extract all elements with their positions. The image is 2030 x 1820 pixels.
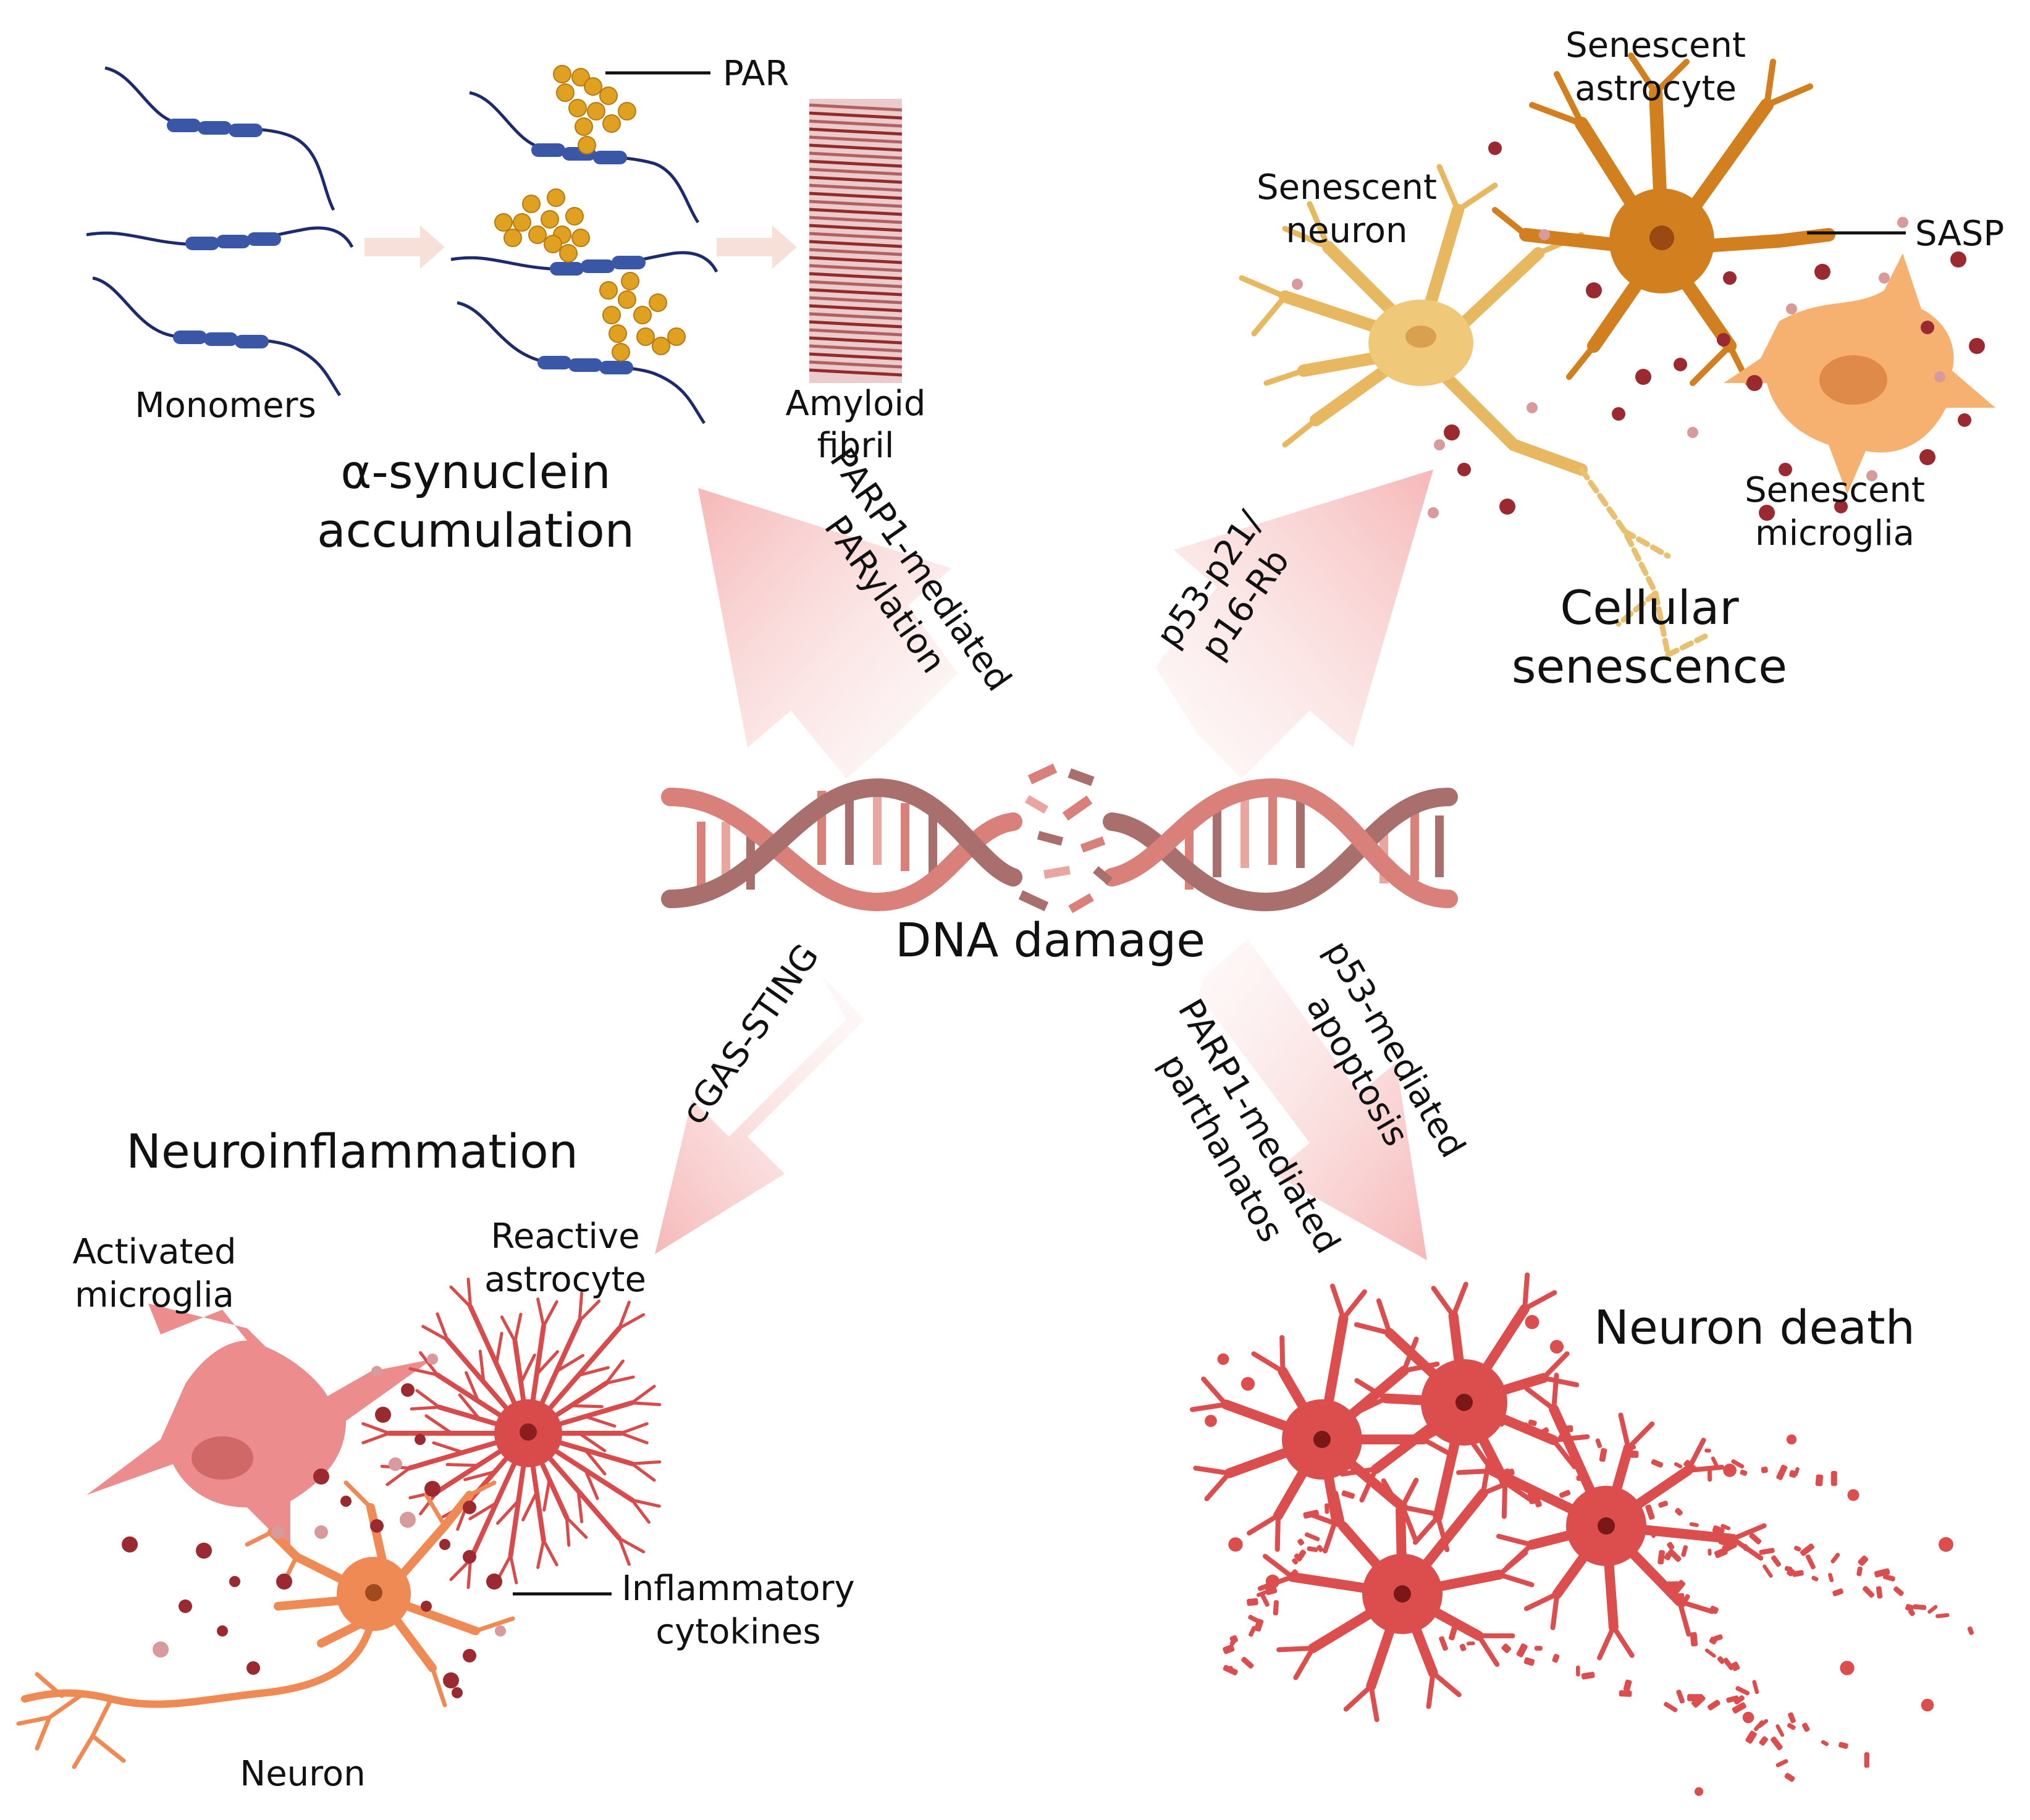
- senescent-astrocyte-label-2: astrocyte: [1575, 69, 1737, 109]
- activated-microglia-label-2: microglia: [75, 1275, 234, 1315]
- senescent-astrocyte-nucleus: [1649, 225, 1674, 250]
- dna-damage-label: DNA damage: [895, 912, 1205, 967]
- pathway-cgas: cGAS-STING: [674, 937, 827, 1132]
- dna-helix: [661, 764, 1458, 914]
- reactive-astrocyte-nucleus: [520, 1423, 537, 1441]
- sasp-label: SASP: [1915, 214, 2004, 254]
- activated-microglia-nucleus: [192, 1436, 253, 1480]
- neuroinflammation-panel: Neuroinflammation Activated microglia Re…: [16, 1124, 855, 1794]
- sasp-particles: [1292, 141, 1985, 521]
- par-chains: [494, 65, 686, 361]
- monomers-label: Monomers: [135, 385, 316, 426]
- monomers-group: [86, 66, 354, 397]
- small-arrow-2: [717, 225, 797, 269]
- dead-neuron-bodies: [1282, 1359, 1646, 1634]
- synuclein-heading-1: α-synuclein: [340, 444, 610, 499]
- arrow-to-neuroinflammation: [655, 976, 865, 1254]
- cytokine-particles: [122, 1354, 506, 1698]
- small-arrow-1: [364, 225, 445, 269]
- senescent-astrocyte-label-1: Senescent: [1565, 25, 1746, 65]
- arrow-to-neuron-death: [1198, 939, 1427, 1260]
- senescent-microglia-label-2: microglia: [1755, 513, 1914, 554]
- senescent-astrocyte-cell: [1492, 53, 1835, 386]
- neuron-label: Neuron: [240, 1754, 365, 1794]
- neuroinflammation-heading: Neuroinflammation: [126, 1124, 578, 1179]
- senescent-microglia-nucleus: [1819, 355, 1887, 405]
- activated-microglia-cell: [86, 1304, 432, 1551]
- monomer-beads: [167, 119, 281, 348]
- activated-microglia-label-1: Activated: [72, 1232, 236, 1272]
- dna-strand-left-b: [661, 778, 1022, 908]
- reactive-astrocyte-label-1: Reactive: [491, 1216, 639, 1257]
- arrow-to-synuclein: [698, 488, 958, 778]
- senescent-neuron-label-1: Senescent: [1257, 167, 1437, 208]
- dead-neuron-fragments: [1205, 1315, 1974, 1797]
- cytokines-label-1: Inflammatory: [621, 1569, 854, 1609]
- amyloid-fibril-label-1: Amyloid: [786, 384, 926, 424]
- pathway-cgas-label: cGAS-STING: [674, 937, 827, 1132]
- synuclein-heading-2: accumulation: [317, 503, 634, 558]
- reactive-astrocyte-label-2: astrocyte: [484, 1260, 646, 1300]
- senescent-neuron-label-2: neuron: [1286, 211, 1408, 251]
- orange-neuron-nucleus: [365, 1584, 382, 1601]
- cytokines-label-2: cytokines: [655, 1612, 820, 1652]
- amyloid-fibril-label-2: fibril: [817, 426, 895, 466]
- alpha-synuclein-panel: Monomers PAR Amyloid fibril α-synuclein …: [86, 54, 925, 558]
- senescent-microglia-cell: [1724, 253, 1995, 494]
- parylated-monomers: [450, 65, 718, 424]
- amyloid-fibril: [809, 99, 903, 383]
- neuron-death-panel: Neuron death: [1190, 1272, 1974, 1797]
- senescent-neuron-nucleus: [1405, 326, 1436, 348]
- senescence-heading-1: Cellular: [1560, 580, 1739, 635]
- par-label: PAR: [723, 54, 789, 94]
- neuron-death-heading: Neuron death: [1594, 1300, 1915, 1355]
- senescence-heading-2: senescence: [1512, 639, 1787, 694]
- dna-break-fragments: [1018, 764, 1113, 914]
- arrow-to-senescence: [1155, 470, 1433, 778]
- senescent-microglia-label-1: Senescent: [1745, 470, 1925, 510]
- senescence-panel: Senescent astrocyte Senescent neuron Sen…: [1239, 25, 2004, 694]
- orange-neuron-cell: [16, 1480, 515, 1769]
- dna-strand-right-b: [1103, 778, 1458, 908]
